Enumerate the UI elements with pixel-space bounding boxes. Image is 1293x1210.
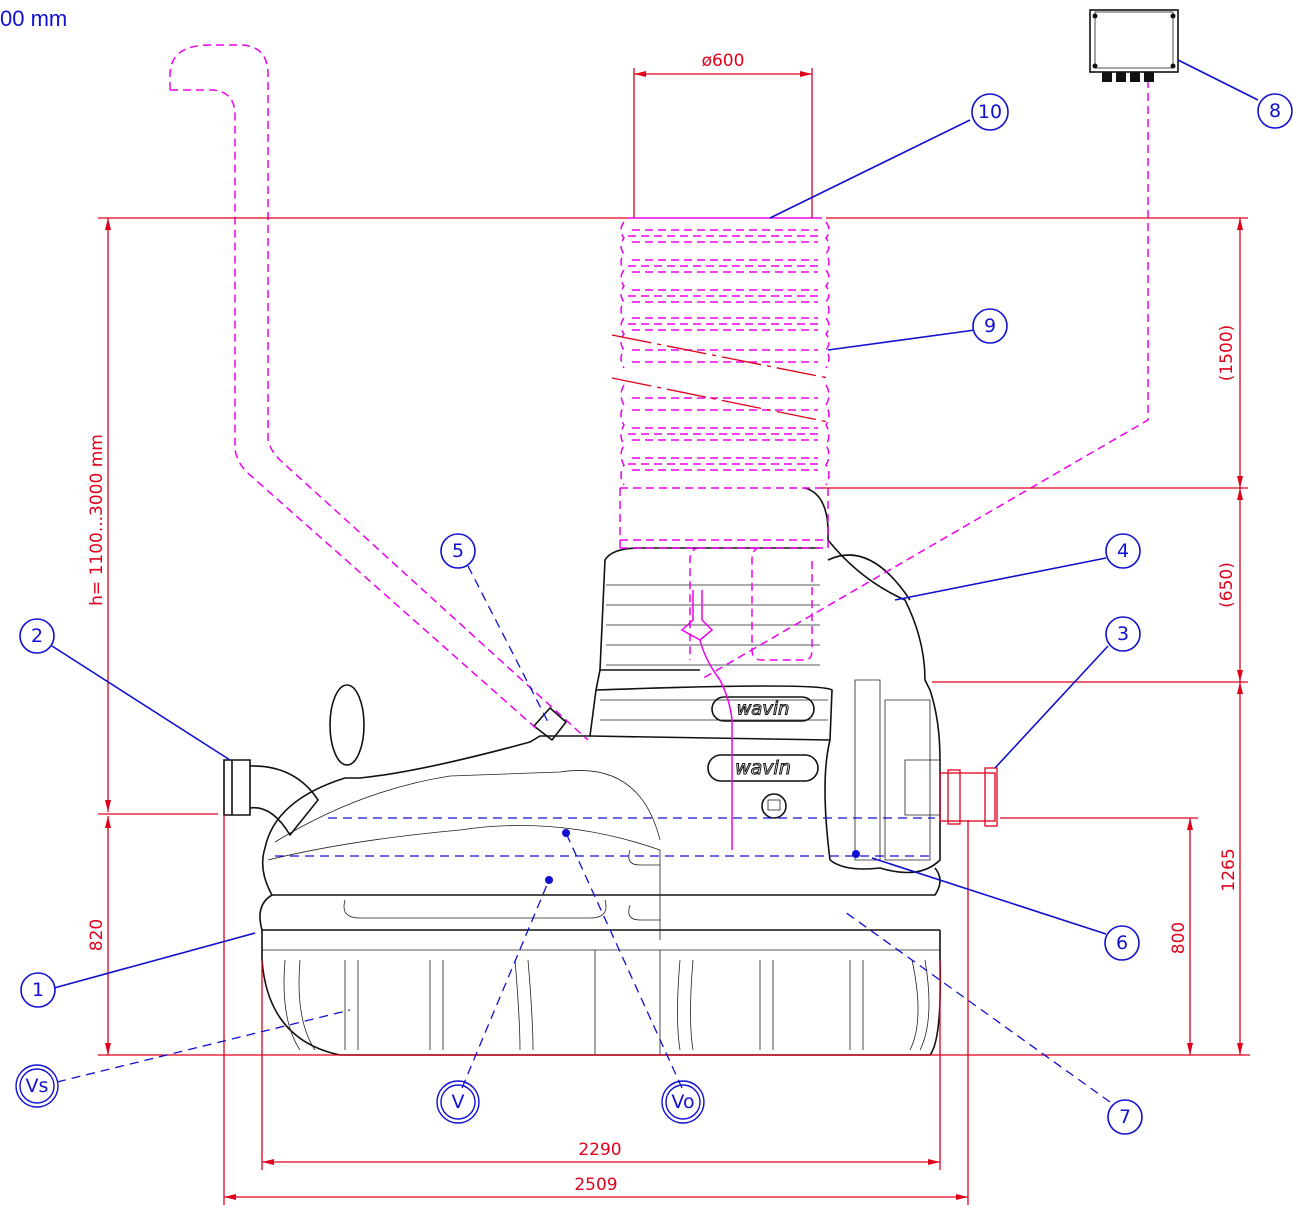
svg-text:Vo: Vo bbox=[671, 1091, 694, 1113]
callout-8: 8 bbox=[1257, 93, 1293, 129]
body-width-label: 2290 bbox=[578, 1140, 621, 1160]
leader-lines bbox=[51, 59, 1259, 1103]
header-text: 00 mm bbox=[0, 6, 67, 31]
svg-text:10: 10 bbox=[978, 101, 1002, 123]
callout-6: 6 bbox=[1104, 925, 1140, 961]
wavin-logo-lower: wavin bbox=[707, 754, 819, 782]
svg-text:wavin: wavin bbox=[737, 699, 790, 720]
svg-text:3: 3 bbox=[1117, 623, 1129, 645]
callout-4: 4 bbox=[1105, 533, 1141, 569]
svg-text:6: 6 bbox=[1116, 932, 1128, 954]
svg-text:wavin: wavin bbox=[735, 757, 791, 779]
tank-body bbox=[223, 487, 942, 1056]
total-width-label: 2509 bbox=[574, 1175, 617, 1195]
cone-height-label: (650) bbox=[1217, 562, 1237, 608]
height-range-label: h= 1100...3000 mm bbox=[87, 434, 107, 606]
vent-pipe bbox=[169, 44, 1149, 741]
riser-height-label: (1500) bbox=[1217, 325, 1237, 382]
svg-text:V: V bbox=[452, 1091, 465, 1113]
callout-vs: Vs bbox=[15, 1064, 59, 1108]
svg-text:7: 7 bbox=[1119, 1106, 1131, 1128]
svg-text:2: 2 bbox=[31, 625, 43, 647]
callout-v: V bbox=[436, 1080, 480, 1124]
water-levels bbox=[275, 817, 935, 884]
wavin-logo-upper: wavin bbox=[711, 696, 815, 722]
svg-text:1: 1 bbox=[32, 979, 44, 1001]
callout-7: 7 bbox=[1107, 1099, 1143, 1135]
svg-text:5: 5 bbox=[452, 540, 464, 562]
callout-2: 2 bbox=[19, 618, 55, 654]
callout-1: 1 bbox=[20, 972, 56, 1008]
svg-text:9: 9 bbox=[984, 315, 996, 337]
callout-5: 5 bbox=[440, 533, 476, 569]
callout-3: 3 bbox=[1105, 616, 1141, 652]
svg-text:4: 4 bbox=[1117, 540, 1129, 562]
outlet-height-label: 800 bbox=[1169, 922, 1189, 954]
callout-10: 10 bbox=[971, 93, 1009, 131]
riser-pipe bbox=[611, 217, 830, 850]
bottom-height-label: 820 bbox=[87, 919, 107, 951]
control-box bbox=[1089, 9, 1179, 82]
callout-vo: Vo bbox=[661, 1080, 705, 1124]
outlet-pipe bbox=[939, 767, 998, 827]
svg-text:8: 8 bbox=[1269, 100, 1281, 122]
dimension-lines bbox=[98, 68, 1250, 1205]
callout-9: 9 bbox=[972, 308, 1008, 344]
inlet-height-label: 1265 bbox=[1219, 848, 1239, 891]
svg-text:Vs: Vs bbox=[26, 1075, 49, 1097]
diameter-label: ø600 bbox=[702, 51, 745, 71]
